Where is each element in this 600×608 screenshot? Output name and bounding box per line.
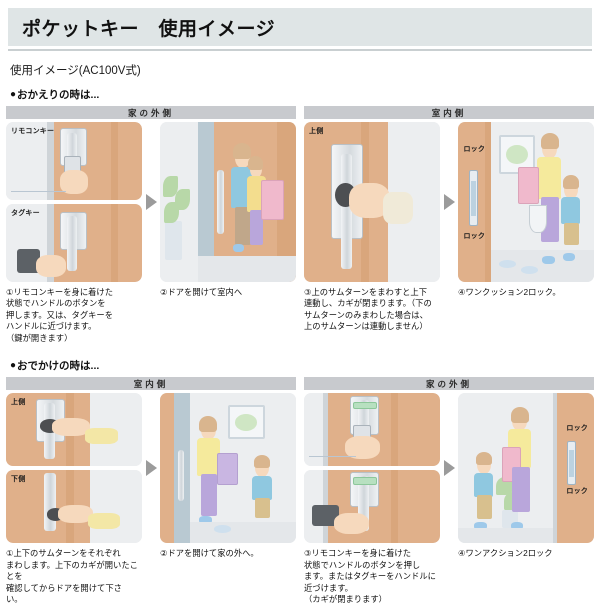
caption-spacer <box>142 287 160 344</box>
panel-arrive-1-tagkey: タグキー <box>6 204 142 282</box>
panel-arrive-2 <box>160 122 296 282</box>
panel-leave-3-remote <box>304 393 440 467</box>
leave-group-outside: 家の外側 <box>304 377 594 544</box>
panel-arrive-1-tag-remote: リモコンキー <box>11 128 55 135</box>
arrow-leave-1-2 <box>142 393 160 543</box>
caption-arrive-2: ②ドアを開けて室内へ <box>160 287 243 297</box>
section-leave: ● おでかけの時は... 室内側 <box>0 358 600 605</box>
panel-leave-3 <box>304 393 440 544</box>
caption-leave-4: ④ワンアクション2ロック <box>458 548 553 559</box>
caption-arrive-4: ④ワンクッション2ロック。 <box>458 287 561 297</box>
panel-leave-4-tag-lock-upper: ロック <box>566 425 588 433</box>
triangle-right-icon <box>145 194 157 210</box>
triangle-right-icon <box>145 460 157 477</box>
leave-bar-inside: 室内側 <box>6 377 296 391</box>
panel-arrive-4-tag-lock-lower: ロック <box>463 232 486 240</box>
arrow-arrive-1-2 <box>142 122 160 282</box>
page-subtitle: 使用イメージ(AC100V式) <box>10 65 141 77</box>
page-title: ポケットキー 使用イメージ <box>22 18 276 40</box>
leave-inside-panels: 上側 下側 <box>6 393 296 544</box>
arrive-captions: ①リモコンキーを身に着けた 状態でハンドルのボタンを 押します。又は、タグキーを… <box>6 287 594 344</box>
caption-spacer <box>440 548 458 605</box>
caption-spacer <box>440 287 458 344</box>
leave-outside-panels: ロック ロック <box>304 393 594 544</box>
panel-arrive-1-tag-tagkey: タグキー <box>11 210 40 217</box>
arrive-outside-panels: リモコンキー <box>6 122 296 282</box>
panel-arrive-4: ロック ロック <box>458 122 594 282</box>
panel-leave-4: ロック ロック <box>458 393 594 544</box>
leave-bar-outside: 家の外側 <box>304 377 594 391</box>
panel-leave-3-tagkey <box>304 470 440 544</box>
panel-leave-1-tag-lower: 下側 <box>11 476 26 484</box>
caption-arrive-1: ①リモコンキーを身に着けた 状態でハンドルのボタンを 押します。又は、タグキーを… <box>6 287 114 343</box>
leave-group-inside: 室内側 <box>6 377 296 544</box>
leave-captions-inside: ①上下のサムターンをそれぞれ まわします。上下のカギが開いたことを 確認してから… <box>6 548 296 605</box>
arrive-group-inside: 室内側 上側 <box>304 106 594 282</box>
triangle-right-icon <box>443 194 455 210</box>
arrive-columns: 家の外側 <box>6 106 594 282</box>
arrow-leave-3-4 <box>440 393 458 543</box>
section-leave-heading-text: おでかけの時は... <box>17 360 100 373</box>
panel-leave-1-upper: 上側 <box>6 393 142 467</box>
caption-leave-1: ①上下のサムターンをそれぞれ まわします。上下のカギが開いたことを 確認してから… <box>6 548 138 604</box>
title-divider <box>8 49 592 51</box>
section-arrive-heading: ● おかえりの時は... <box>10 87 600 102</box>
page-root: ポケットキー 使用イメージ 使用イメージ(AC100V式) ● おかえりの時は.… <box>0 8 600 608</box>
arrive-inside-panels: 上側 ロック ロック <box>304 122 594 282</box>
caption-spacer <box>142 548 160 605</box>
panel-arrive-4-tag-lock-upper: ロック <box>463 146 486 154</box>
panel-leave-1-lower: 下側 <box>6 470 142 544</box>
page-title-bar: ポケットキー 使用イメージ <box>8 8 592 46</box>
leave-captions-outside: ③リモコンキーを身に着けた 状態でハンドルのボタンを押し ます。またはタグキーを… <box>304 548 594 605</box>
panel-arrive-1: リモコンキー <box>6 122 142 282</box>
section-leave-heading: ● おでかけの時は... <box>10 358 600 373</box>
panel-arrive-3-tag-upper: 上側 <box>309 128 324 135</box>
panel-arrive-1-remote: リモコンキー <box>6 122 142 200</box>
bullet-icon: ● <box>10 89 17 100</box>
leave-captions: ①上下のサムターンをそれぞれ まわします。上下のカギが開いたことを 確認してから… <box>6 548 594 605</box>
leave-columns: 室内側 <box>6 377 594 544</box>
section-arrive: ● おかえりの時は... 家の外側 <box>0 87 600 344</box>
panel-leave-2 <box>160 393 296 544</box>
triangle-right-icon <box>443 460 455 477</box>
caption-leave-2: ②ドアを開けて家の外へ。 <box>160 548 259 559</box>
caption-arrive-3: ③上のサムターンをまわすと上下 連動し、カギが閉まります。（下の サムターンのみ… <box>304 287 432 332</box>
panel-arrive-3: 上側 <box>304 122 440 282</box>
arrive-captions-outside: ①リモコンキーを身に着けた 状態でハンドルのボタンを 押します。又は、タグキーを… <box>6 287 296 344</box>
arrive-group-outside: 家の外側 <box>6 106 296 282</box>
caption-leave-3: ③リモコンキーを身に着けた 状態でハンドルのボタンを押し ます。またはタグキーを… <box>304 548 436 604</box>
arrive-captions-inside: ③上のサムターンをまわすと上下 連動し、カギが閉まります。（下の サムターンのみ… <box>304 287 594 344</box>
arrive-bar-inside: 室内側 <box>304 106 594 119</box>
section-arrive-heading-text: おかえりの時は... <box>17 89 100 101</box>
panel-leave-1: 上側 下側 <box>6 393 142 544</box>
arrive-bar-outside: 家の外側 <box>6 106 296 119</box>
arrow-arrive-3-4 <box>440 122 458 282</box>
panel-leave-4-tag-lock-lower: ロック <box>566 488 588 496</box>
bullet-icon: ● <box>10 360 17 372</box>
panel-leave-1-tag-upper: 上側 <box>11 399 26 407</box>
